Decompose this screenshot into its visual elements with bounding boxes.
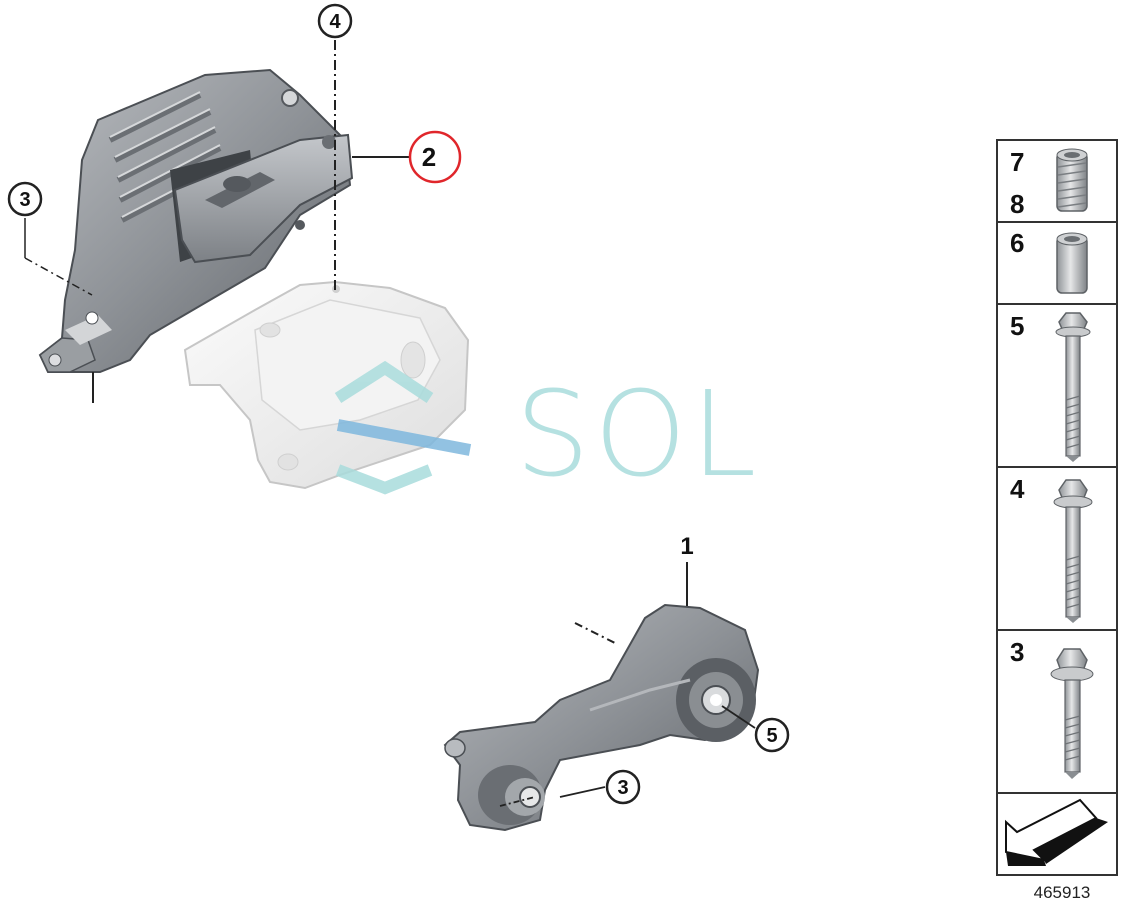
engine-mount-upper-part [38,68,354,373]
watermark: SOL [334,360,761,503]
legend-cell-3: 3 [1010,637,1094,779]
watermark-logo-icon [334,360,472,495]
svg-text:8: 8 [1010,189,1024,219]
callout-2-highlighted: 2 [408,130,462,184]
callout-3-bottom: 3 [605,769,641,805]
callout-4-top: 4 [317,3,353,39]
svg-text:5: 5 [1010,311,1024,341]
sleeve-icon [1056,232,1088,294]
svg-text:1: 1 [680,533,693,560]
svg-text:3: 3 [1010,637,1024,667]
callout-1: 1 [680,533,693,560]
watermark-text: SOL [515,365,761,503]
legend-cell-5: 5 [1010,311,1091,462]
legend-cell-4: 4 [1010,474,1093,623]
svg-text:4: 4 [329,11,341,33]
svg-text:4: 4 [1010,474,1025,504]
callout-5: 5 [754,717,790,753]
threaded-sleeve-icon [1056,148,1088,212]
svg-text:5: 5 [766,725,777,747]
callout-3-left: 3 [7,181,43,217]
short-bolt-icon [1050,648,1094,779]
bolt-icon [1053,479,1093,623]
long-bolt-icon [1055,312,1091,462]
torque-rod-part [443,603,760,832]
parts-legend: 7 8 6 5 [996,139,1118,876]
engine-mount-bracket [183,280,470,490]
svg-text:7: 7 [1010,147,1024,177]
diagram-reference-number: 465913 [1034,883,1091,902]
svg-text:2: 2 [422,142,436,172]
svg-text:3: 3 [19,189,30,211]
leader-lines [24,40,756,807]
legend-cell-6: 6 [1010,228,1088,294]
legend-cell-7-8: 7 8 [1010,147,1088,219]
legend-cell-arrow [1005,798,1108,866]
svg-text:3: 3 [617,777,628,799]
svg-text:6: 6 [1010,228,1024,258]
direction-arrow-icon [1005,798,1108,866]
